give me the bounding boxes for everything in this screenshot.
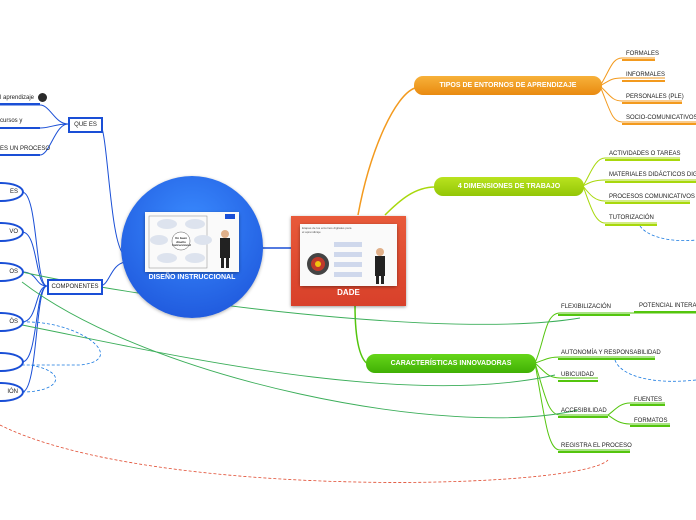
left-hub-thumbnail: Un buen diseño instruccional bbox=[145, 212, 239, 272]
left-hub-node[interactable]: Un buen diseño instruccional DISEÑO INST… bbox=[121, 176, 263, 318]
center-title: DADE bbox=[337, 288, 360, 297]
car-item-formatos[interactable]: FORMATOS bbox=[634, 418, 668, 424]
left-hub-thumbnail-art bbox=[145, 212, 239, 272]
tipos-item-personales[interactable]: PERSONALES (PLE) bbox=[626, 94, 684, 100]
center-thumb-heading: Etapas de los entornos digitales para el… bbox=[302, 226, 352, 234]
left-thumb-center-text: Un buen diseño instruccional bbox=[172, 236, 191, 247]
que-es-item-3[interactable]: ES UN PROCESO bbox=[0, 146, 51, 152]
dim-item-materiales[interactable]: MATERIALES DIDÁCTICOS DIGITALES bbox=[609, 172, 696, 178]
dim-item-actividades[interactable]: ACTIVIDADES O TAREAS bbox=[609, 151, 681, 157]
dimensiones-title: 4 DIMENSIONES DE TRABAJO bbox=[457, 183, 561, 190]
que-es-item-1[interactable]: l aprendizaje bbox=[0, 95, 35, 101]
car-item-accesibilidad[interactable]: ACCESIBILIDAD bbox=[561, 408, 607, 414]
tipos-item-informales[interactable]: INFORMALES bbox=[626, 72, 666, 78]
componentes-label: COMPONENTES bbox=[51, 284, 99, 290]
center-node[interactable]: Etapas de los entornos digitales para el… bbox=[291, 216, 406, 306]
car-item-ubicuidad[interactable]: UBICUIDAD bbox=[561, 372, 595, 378]
center-thumbnail-art bbox=[300, 224, 397, 286]
left-hub-title: DISEÑO INSTRUCCIONAL bbox=[148, 274, 236, 281]
dim-item-procesos[interactable]: PROCESOS COMUNICATIVOS bbox=[609, 194, 695, 200]
componente-oval-3-label: OS bbox=[9, 269, 18, 275]
dim-item-tutorizacion[interactable]: TUTORIZACIÓN bbox=[609, 215, 654, 221]
tipos-title: TIPOS DE ENTORNOS DE APRENDIZAJE bbox=[439, 82, 577, 89]
car-item-flexibilizacion[interactable]: FLEXIBILIZACIÓN bbox=[561, 304, 612, 310]
componente-oval-2-label: VO bbox=[9, 229, 18, 235]
componente-oval-1-label: ES bbox=[9, 189, 18, 195]
car-item-registra[interactable]: REGISTRA EL PROCESO bbox=[561, 443, 632, 449]
que-es-item-2[interactable]: cursos y bbox=[0, 118, 23, 124]
caracteristicas-node[interactable]: CARACTERÍSTICAS INNOVADORAS bbox=[366, 354, 536, 373]
tipos-item-formales[interactable]: FORMALES bbox=[626, 51, 660, 57]
componentes-node[interactable]: COMPONENTES bbox=[47, 279, 103, 295]
caracteristicas-title: CARACTERÍSTICAS INNOVADORAS bbox=[390, 360, 512, 367]
tipos-item-socio[interactable]: SOCIO-COMUNICATIVOS bbox=[626, 115, 696, 121]
car-item-potencial[interactable]: POTENCIAL INTERACTIVO bbox=[639, 303, 696, 309]
que-es-label: QUE ES bbox=[74, 122, 97, 128]
dimensiones-node[interactable]: 4 DIMENSIONES DE TRABAJO bbox=[434, 177, 584, 196]
globe-icon bbox=[38, 93, 47, 102]
componente-oval-4-label: ÓS bbox=[9, 319, 18, 325]
car-item-fuentes[interactable]: FUENTES bbox=[634, 397, 663, 403]
center-thumbnail: Etapas de los entornos digitales para el… bbox=[300, 224, 397, 286]
car-item-autonomia[interactable]: AUTONOMÍA Y RESPONSABILIDAD bbox=[561, 350, 661, 356]
que-es-node[interactable]: QUE ES bbox=[68, 117, 103, 133]
tipos-node[interactable]: TIPOS DE ENTORNOS DE APRENDIZAJE bbox=[414, 76, 602, 95]
componente-oval-6-label: IÓN bbox=[7, 389, 18, 395]
